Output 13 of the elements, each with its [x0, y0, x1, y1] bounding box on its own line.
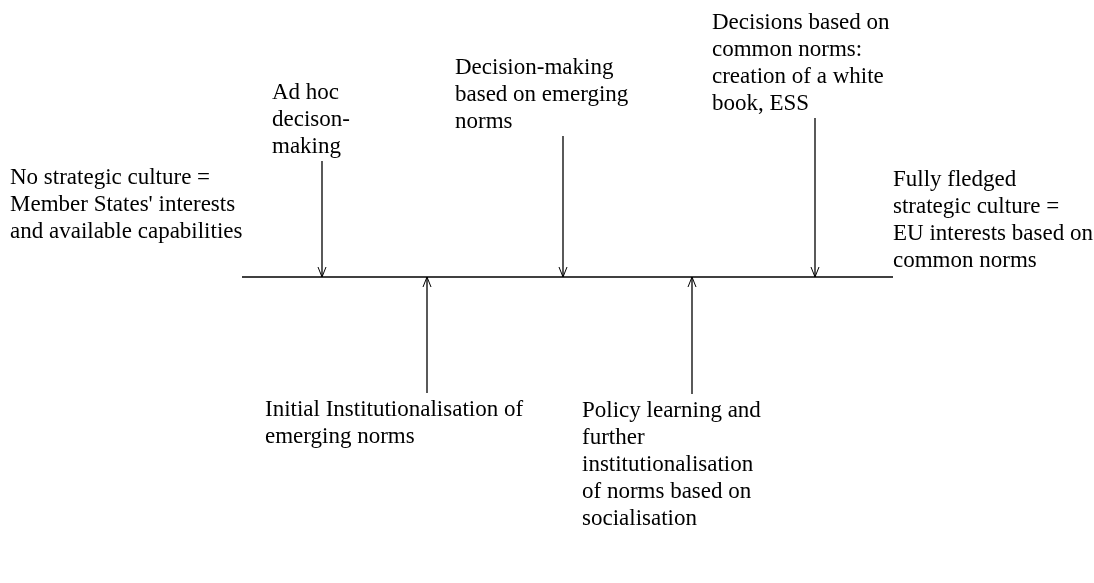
arrow [317, 160, 327, 278]
timeline-line [241, 276, 894, 278]
arrow [810, 117, 820, 278]
timeline-text: No strategic culture = Member States' interests and available capabilities [10, 163, 250, 244]
arrow [558, 135, 568, 278]
timeline-text: Decisions based on common norms: creation of a white book, ESS [712, 8, 902, 116]
timeline-text: Policy learning and further institutionalisation of norms based on socialisation [582, 396, 772, 531]
timeline-text: Initial Institutionalisation of emerging norms [265, 395, 555, 449]
timeline-text: Fully fledged strategic culture = EU interests based on common norms [893, 165, 1093, 273]
arrow [422, 276, 432, 394]
timeline-text: Decision-making based on emerging norms [455, 53, 665, 134]
arrow [687, 276, 697, 395]
timeline-text: Ad hoc decison-making [272, 78, 372, 159]
